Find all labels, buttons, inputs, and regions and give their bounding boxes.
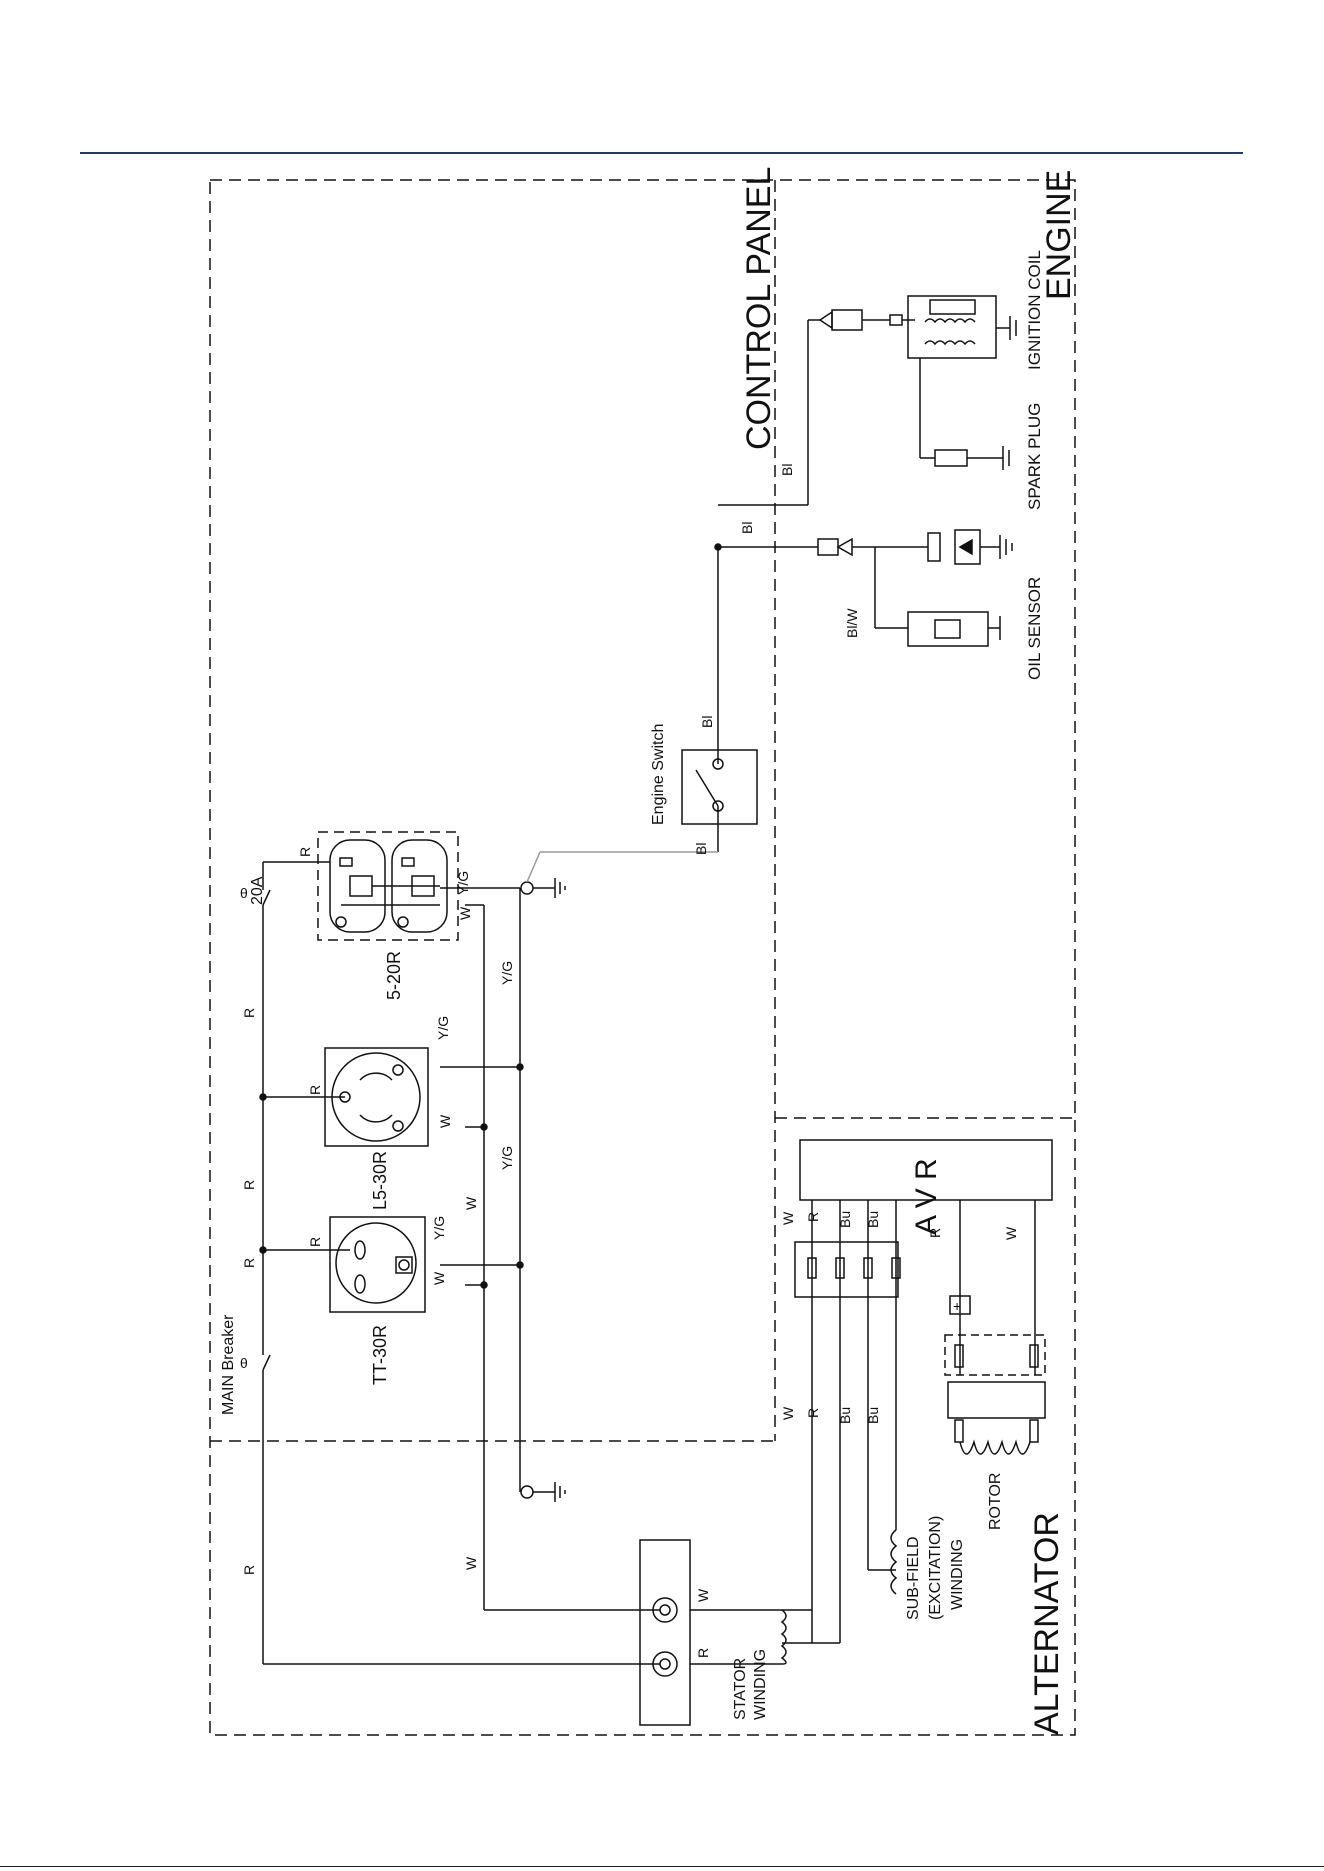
rotor-label: ROTOR <box>987 1473 1004 1530</box>
wire-label-bl: Bl <box>779 464 795 476</box>
outlet-tt-30r <box>330 1217 425 1312</box>
ignition-coil <box>820 296 1016 458</box>
engine-switch-label: Engine Switch <box>650 724 667 825</box>
sub-field-label-3: WINDING <box>949 1539 966 1610</box>
wire-label-bu: Bu <box>865 1407 881 1424</box>
main-breaker-label: MAIN Breaker <box>220 1314 237 1415</box>
wire-label-w: W <box>437 1114 453 1128</box>
junction-dots <box>260 544 721 1288</box>
wire-label-yg: Y/G <box>435 1016 451 1040</box>
outlet-5-20r <box>318 832 458 940</box>
wire-label-bl: Bl <box>739 522 755 534</box>
breaker-symbol-20a: θ <box>240 885 248 901</box>
wire-label-bu: Bu <box>865 1211 881 1228</box>
white-wire <box>465 905 660 1610</box>
outlet-l5-30r-label: L5-30R <box>370 1151 390 1210</box>
sub-field-label-2: (EXCITATION) <box>927 1516 944 1620</box>
wire-label-r: R <box>695 1648 711 1658</box>
avr-label: A V R <box>910 1158 943 1235</box>
stator-label-2: WINDING <box>752 1649 769 1720</box>
spark-plug-label: SPARK PLUG <box>1025 403 1044 510</box>
ignition-coil-label: IGNITION COIL <box>1025 250 1044 370</box>
wire-label-w: W <box>1003 1226 1019 1240</box>
breaker-symbol-main: θ <box>240 1355 248 1371</box>
oil-sensor-label: OIL SENSOR <box>1025 577 1044 680</box>
alternator-label: ALTERNATOR <box>1028 1512 1066 1735</box>
black-wire <box>527 852 718 882</box>
wire-label-r: R <box>297 847 313 857</box>
wire-label-bu: Bu <box>837 1211 853 1228</box>
main-breaker <box>263 890 270 1370</box>
wire-label-r: R <box>805 1408 821 1418</box>
outlet-tt-30r-label: TT-30R <box>370 1325 390 1385</box>
plus-label: + <box>953 1298 961 1314</box>
wire-label-r: R <box>241 1565 257 1575</box>
wire-label-r: R <box>805 1212 821 1222</box>
wire-label-bl: Bl <box>693 843 709 855</box>
wire-label-w: W <box>457 906 473 920</box>
outlet-5-20r-label: 5-20R <box>384 951 404 1000</box>
wire-label-w: W <box>463 1556 479 1570</box>
bottom-rule <box>0 1866 1324 1867</box>
wire-label-r: R <box>307 1237 323 1247</box>
wire-label-r: R <box>241 1180 257 1190</box>
sub-field-label-1: SUB-FIELD <box>905 1536 922 1620</box>
wire-label-bu: Bu <box>837 1407 853 1424</box>
wire-label-yg: Y/G <box>499 1146 515 1170</box>
wire-label-yg: Y/G <box>455 871 471 895</box>
outlet-l5-30r <box>325 1048 428 1146</box>
spark-plug <box>920 446 1009 470</box>
engine-switch <box>682 547 757 852</box>
section-boundaries <box>210 180 1075 1735</box>
wire-label-w: W <box>695 1588 711 1602</box>
wire-label-w: W <box>780 1406 796 1420</box>
wire-label-bl: Bl <box>699 716 715 728</box>
wire-label-r: R <box>241 1008 257 1018</box>
red-main-wire <box>263 862 660 1664</box>
wire-label-w: W <box>780 1211 796 1225</box>
wire-label-r: R <box>241 1258 257 1268</box>
breaker-20a-label: 20A <box>249 876 266 905</box>
diagram-labels: CONTROL PANEL ENGINE ALTERNATOR MAIN Bre… <box>220 167 1078 1735</box>
wire-label-w: W <box>463 1196 479 1210</box>
wire-label-blw: Bl/W <box>844 608 860 638</box>
wire-label-w: W <box>431 1271 447 1285</box>
wire-label-yg: Y/G <box>431 1216 447 1240</box>
stator-label-1: STATOR <box>732 1658 749 1720</box>
wire-label-yg: Y/G <box>499 961 515 985</box>
control-panel-label: CONTROL PANEL <box>740 167 778 450</box>
engine-label: ENGINE <box>1040 170 1078 300</box>
wire-label-r: R <box>927 1228 943 1238</box>
wire-label-r: R <box>307 1085 323 1095</box>
